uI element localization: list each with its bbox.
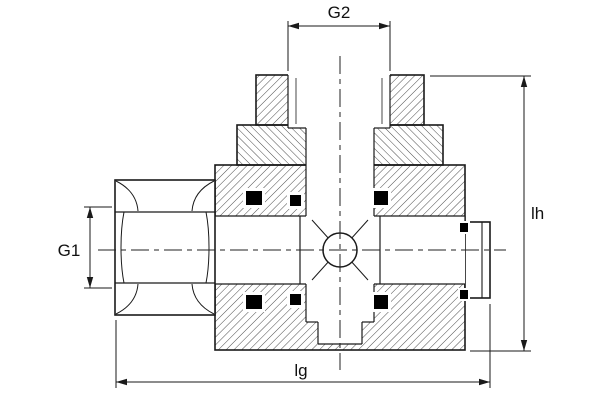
- lg-arrow-left: [116, 378, 127, 386]
- seal-bottom-left-inner: [290, 294, 301, 305]
- internal-bore-lines: [215, 75, 483, 345]
- seal-bottom-left-outer: [246, 295, 262, 309]
- seal-top-left-inner: [290, 195, 301, 206]
- seal-top-left-outer: [246, 191, 262, 205]
- seal-right-outlet-bottom: [460, 290, 468, 299]
- seal-right-outlet-top: [460, 223, 468, 232]
- g1-arrow-top: [86, 207, 94, 218]
- dimension-g2: [287, 21, 391, 71]
- dimension-g1: [84, 206, 112, 289]
- g1-arrow-bottom: [86, 277, 94, 288]
- dimension-label-lh: lh: [531, 204, 544, 223]
- right-outlet-stub: [464, 221, 491, 299]
- g2-arrow-left: [288, 22, 299, 30]
- dimension-lh: [430, 75, 531, 352]
- hex-nut: [114, 179, 216, 316]
- lg-arrow-right: [479, 378, 490, 386]
- dimension-label-g1: G1: [58, 241, 81, 260]
- lh-arrow-bottom: [520, 340, 528, 351]
- o-ring-seals: [246, 191, 468, 309]
- dimension-label-lg: lg: [294, 361, 307, 380]
- dimension-lg: [115, 304, 491, 388]
- lh-arrow-top: [520, 76, 528, 87]
- seal-bottom-right: [374, 295, 388, 309]
- seal-top-right: [374, 191, 388, 205]
- centerlines: [98, 56, 506, 370]
- g2-arrow-right: [379, 22, 390, 30]
- dimension-label-g2: G2: [328, 3, 351, 22]
